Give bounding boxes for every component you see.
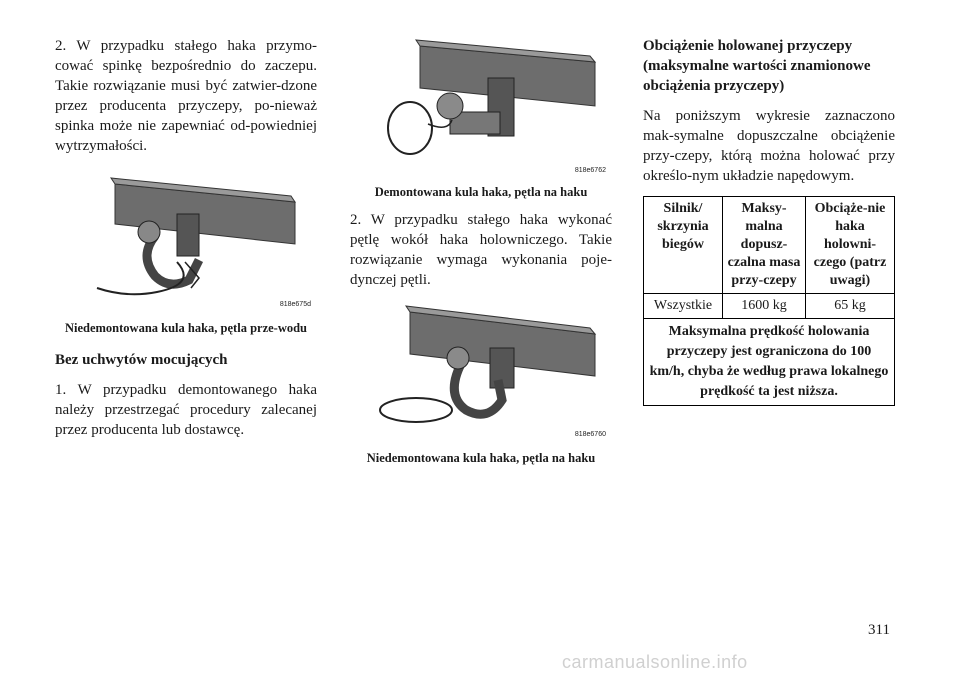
figure-code: 818e675d bbox=[279, 301, 311, 308]
trailer-load-table: Silnik/ skrzynia biegów Maksy-malna dopu… bbox=[643, 196, 895, 406]
section-heading-no-mounting: Bez uchwytów mocujących bbox=[55, 352, 228, 368]
paragraph-removable-hitch: 1. W przypadku demontowanego haka należy… bbox=[55, 382, 317, 438]
figure-fixed-ball-loop-on-hook: 818e6760 bbox=[350, 300, 612, 442]
column-middle: 818e6762 Demontowana kula haka, pętla na… bbox=[350, 32, 612, 466]
tow-hitch-illustration bbox=[387, 39, 597, 155]
table-cell-engine: Wszystkie bbox=[643, 293, 723, 319]
table-header-row: Silnik/ skrzynia biegów Maksy-malna dopu… bbox=[643, 196, 895, 294]
table-header-max-mass: Maksy-malna dopusz-czalna masa przy-czep… bbox=[722, 196, 806, 294]
page-number: 311 bbox=[868, 622, 890, 638]
figure-code: 818e6762 bbox=[574, 167, 606, 174]
figure-caption: Niedemontowana kula haka, pętla na haku bbox=[366, 451, 596, 465]
table-header-hitch-load: Obciąże-nie haka holowni-czego (patrz uw… bbox=[805, 196, 895, 294]
column-right: Obciążenie holowanej przyczepy (maksymal… bbox=[643, 36, 895, 406]
figure-removable-ball-loop: 818e6762 bbox=[350, 32, 612, 178]
paragraph-permanent-hitch-loop: 2. W przypadku stałego haka wykonać pętl… bbox=[350, 212, 612, 288]
figure-code: 818e6760 bbox=[574, 431, 606, 438]
figure-caption: Demontowana kula haka, pętla na haku bbox=[374, 185, 588, 199]
table-cell-max-mass: 1600 kg bbox=[722, 293, 806, 319]
tow-hitch-illustration bbox=[379, 305, 597, 423]
table-note-row: Maksymalna prędkość holowania przyczepy … bbox=[643, 318, 895, 406]
figure-caption: Niedemontowana kula haka, pętla prze-wod… bbox=[64, 321, 308, 335]
paragraph-permanent-hitch-clip: 2. W przypadku stałego haka przymo-cować… bbox=[55, 38, 317, 154]
figure-fixed-ball-cable-loop: 818e675d bbox=[55, 172, 317, 312]
table-note-speed-limit: Maksymalna prędkość holowania przyczepy … bbox=[643, 318, 895, 406]
paragraph-trailer-load-intro: Na poniższym wykresie zaznaczono mak-sym… bbox=[643, 108, 895, 184]
table-row: Wszystkie 1600 kg 65 kg bbox=[643, 293, 895, 319]
watermark: carmanualsonline.info bbox=[562, 652, 748, 672]
table-cell-hitch-load: 65 kg bbox=[805, 293, 895, 319]
tow-hitch-illustration bbox=[96, 177, 297, 296]
column-left: 2. W przypadku stałego haka przymo-cować… bbox=[55, 36, 317, 440]
section-heading-trailer-load: Obciążenie holowanej przyczepy (maksymal… bbox=[643, 38, 871, 94]
table-header-engine: Silnik/ skrzynia biegów bbox=[643, 196, 723, 294]
